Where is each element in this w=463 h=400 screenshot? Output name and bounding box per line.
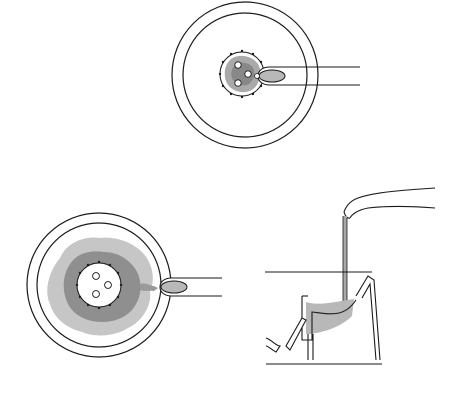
housing-right-wall [355,275,381,361]
hole [92,290,100,298]
top-view-small-spread [171,1,360,149]
nozzle-tip [160,280,188,294]
basin-liquid [306,299,354,334]
hole [234,61,242,69]
housing-right-wall-inner [361,282,377,361]
hub-face [76,262,122,308]
hole [92,272,100,280]
inner-ring [182,12,308,138]
nozzle-tip [258,69,286,83]
left-fin [265,337,282,353]
side-view-pour [265,187,436,365]
residue-trail [140,283,158,291]
hole [244,70,252,78]
hole [234,79,242,87]
pour-stream [343,216,347,312]
pour-spout-upper [343,187,436,213]
nozzle-drop [254,73,260,79]
outer-ring [171,1,319,149]
basin-outline [301,296,357,341]
top-view-large-spread [26,212,222,358]
inner-strut [285,317,307,351]
hub-rivets [75,260,123,310]
hole [104,281,112,289]
pour-spout-lower [349,205,436,219]
